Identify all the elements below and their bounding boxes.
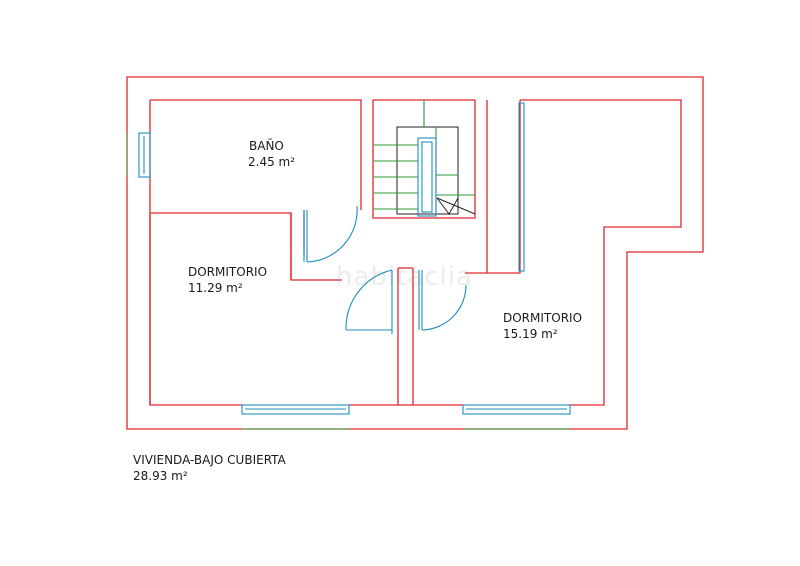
summary-area: 28.93 m² (133, 469, 188, 483)
window-bedroom-right (462, 404, 571, 430)
room-name-bano: BAÑO (249, 139, 284, 153)
outer-wall (126, 76, 704, 430)
bedroom-wall (149, 213, 292, 405)
watermark-text: habitaclia (336, 262, 473, 292)
staircase (373, 100, 476, 217)
room-name-dormitorio-right: DORMITORIO (503, 311, 583, 325)
window-bathroom (126, 132, 151, 178)
summary-name: VIVIENDA-BAJO CUBIERTA (133, 453, 286, 467)
door-bedroom-right (418, 270, 467, 331)
inner-wall-outline (149, 99, 682, 406)
room-area-dormitorio-left: 11.29 m² (188, 281, 243, 295)
closet-wall (475, 100, 521, 274)
stair-wall (372, 99, 476, 219)
door-bedroom-left (345, 269, 393, 334)
room-area-dormitorio-right: 15.19 m² (503, 327, 558, 341)
room-name-dormitorio-left: DORMITORIO (188, 265, 268, 279)
door-bathroom (303, 205, 358, 263)
closet-glazing (518, 102, 525, 272)
bathroom-wall (150, 99, 362, 281)
room-area-bano: 2.45 m² (248, 155, 296, 169)
partition-wall (397, 267, 475, 405)
window-bedroom-left (241, 404, 350, 430)
